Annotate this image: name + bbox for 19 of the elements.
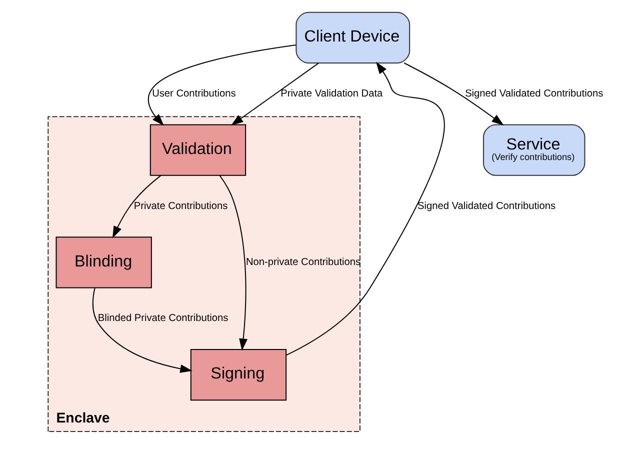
- node-box: Service (Verify contributions): [483, 124, 586, 176]
- arrow: [148, 44, 296, 126]
- node-box: Validation: [150, 124, 246, 176]
- node-box: Blinding: [56, 236, 152, 288]
- edge-label: Signed Validated Contributions: [465, 88, 604, 100]
- arrow: [112, 175, 162, 238]
- arrow: [404, 62, 504, 126]
- edge-label: Private Contributions: [134, 200, 228, 212]
- arrow: [219, 175, 248, 351]
- edge-label: User Contributions: [152, 88, 236, 100]
- arrow: [286, 62, 444, 356]
- edge-label: Non-private Contributions: [246, 256, 361, 268]
- arrow: [92, 288, 192, 373]
- edge-label: Signed Validated Contributions: [417, 200, 556, 212]
- edge-label: Private Validation Data: [280, 88, 383, 100]
- arrow: [231, 62, 319, 126]
- node-box: Client Device: [296, 12, 410, 64]
- node-box: Signing: [190, 349, 287, 401]
- edge-label: Blinded Private Contributions: [98, 313, 228, 324]
